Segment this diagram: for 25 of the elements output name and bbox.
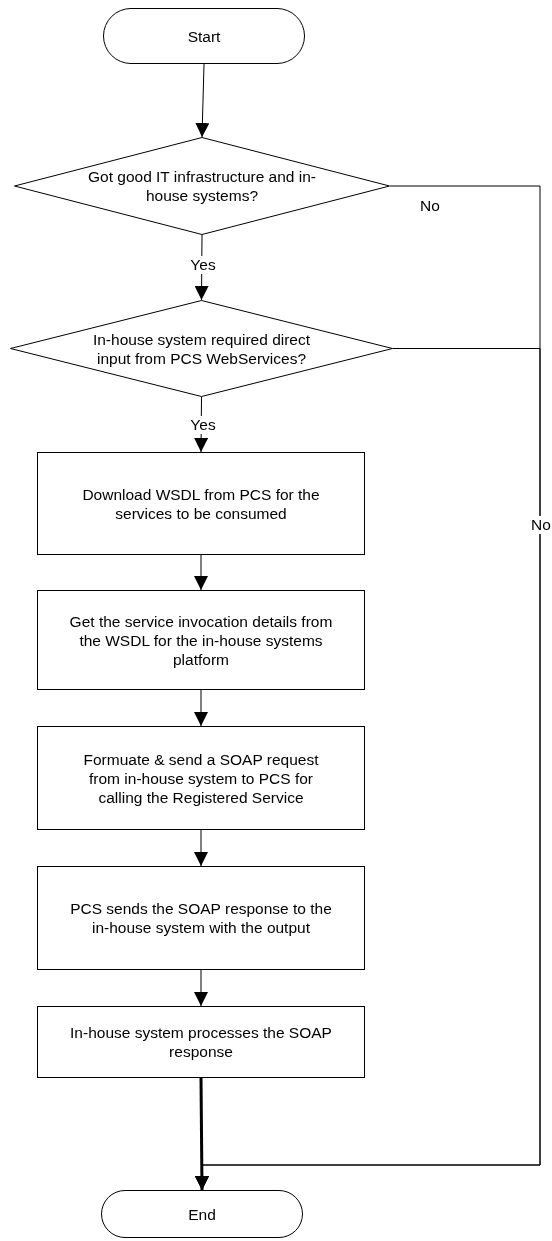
edge-label: Yes (188, 416, 218, 434)
edge-label: No (529, 516, 552, 534)
node-text: Get the service invocation details from the WSDL for the in-house systems platform (68, 611, 334, 669)
node-text: Download WSDL from PCS for the services to be consumed (81, 484, 321, 523)
edge-label: Yes (188, 256, 218, 274)
arrow (194, 689, 208, 727)
node-text: Got good IT infrastructure and in-house systems? (87, 167, 317, 205)
process-box (37, 452, 365, 555)
arrow (195, 63, 210, 138)
arrow (194, 554, 208, 591)
node-text: In-house system required direct input from PCS WebServices? (91, 329, 312, 368)
process-box (37, 590, 365, 690)
arrow (195, 348, 541, 1191)
process-box (37, 1006, 365, 1078)
process-box (37, 866, 365, 970)
node-text: Formuate & send a SOAP request from in-house system to PCS for calling the Registered Service (82, 749, 320, 807)
process-box (37, 726, 365, 830)
node-text: End (188, 1204, 216, 1224)
arrow (194, 829, 208, 867)
terminal-shape (101, 1190, 303, 1238)
node-text: Start (187, 26, 221, 46)
node-text: PCS sends the SOAP response to the in-house system with the output (69, 899, 333, 937)
terminal-shape (103, 8, 305, 64)
node-text: In-house system processes the SOAP response (69, 1023, 333, 1061)
arrow (194, 969, 208, 1007)
